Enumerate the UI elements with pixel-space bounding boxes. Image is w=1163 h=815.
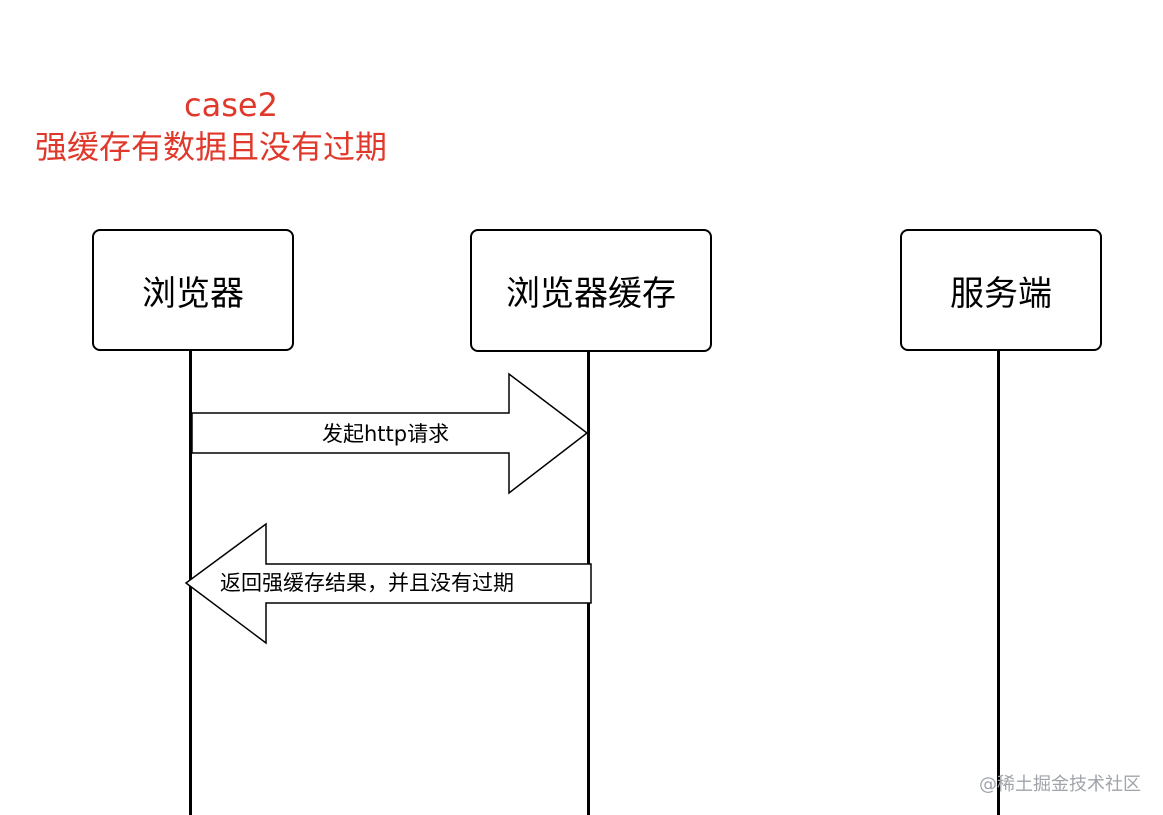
response-arrow <box>184 522 592 645</box>
actor-browser-cache-label: 浏览器缓存 <box>506 274 676 314</box>
actor-browser-label: 浏览器 <box>142 273 244 314</box>
diagram-title-description: 强缓存有数据且没有过期 <box>35 128 388 166</box>
response-message-label: 返回强缓存结果，并且没有过期 <box>220 571 514 595</box>
lifeline-server <box>997 351 1000 815</box>
diagram-title-case: case2 <box>184 86 278 124</box>
actor-browser-cache: 浏览器缓存 <box>470 229 712 352</box>
watermark: @稀土掘金技术社区 <box>979 774 1141 795</box>
actor-server-label: 服务端 <box>950 273 1052 314</box>
request-message-label: 发起http请求 <box>322 422 450 446</box>
actor-server: 服务端 <box>900 229 1102 351</box>
request-arrow <box>191 372 589 495</box>
actor-browser: 浏览器 <box>92 229 294 351</box>
